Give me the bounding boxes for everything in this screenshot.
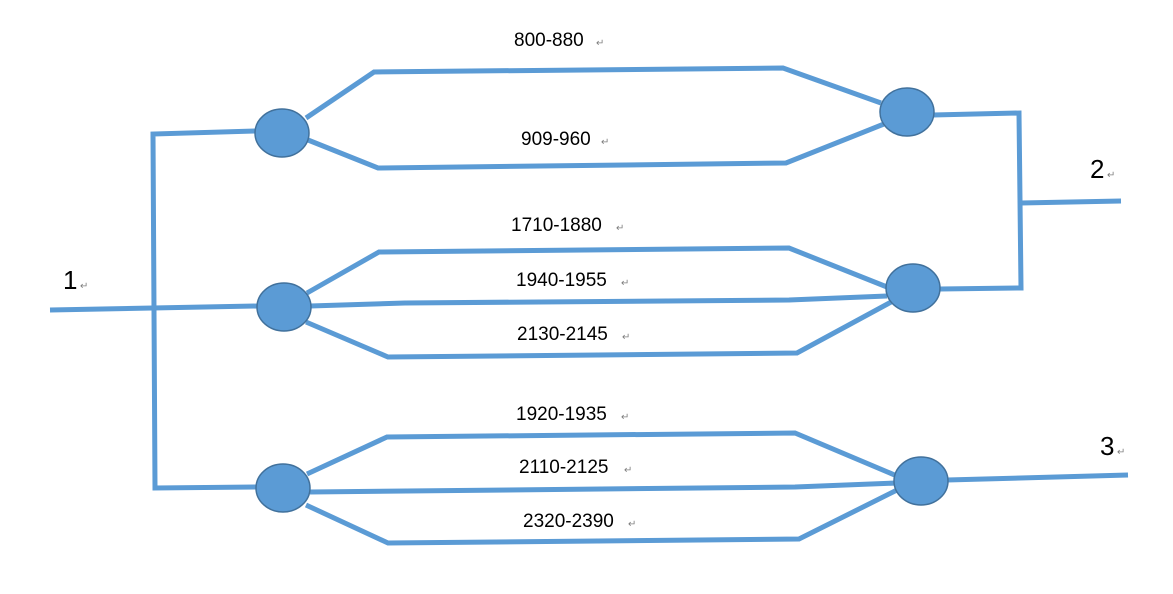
band-label-2130-2145: 2130-2145 bbox=[517, 324, 608, 345]
group2-branch-middle bbox=[309, 293, 888, 309]
band-label-2320-2390: 2320-2390 bbox=[523, 511, 614, 532]
group3-branch-middle bbox=[309, 480, 898, 495]
port-label-2: 2 bbox=[1090, 154, 1104, 184]
combiner-node-3 bbox=[893, 456, 949, 506]
splitter-node-3 bbox=[255, 463, 311, 513]
paragraph-mark: ↵ bbox=[601, 137, 609, 148]
port2-combiner-bus bbox=[932, 110, 1024, 292]
paragraph-mark: ↵ bbox=[1117, 447, 1125, 458]
paragraph-mark: ↵ bbox=[624, 465, 632, 476]
paragraph-mark: ↵ bbox=[621, 278, 629, 289]
combiner-node-1 bbox=[879, 87, 935, 137]
port-label-1: 1 bbox=[63, 265, 77, 295]
combiner-node-2 bbox=[885, 263, 941, 313]
port-labels: 1 ↵ 2 ↵ 3 ↵ bbox=[63, 154, 1125, 461]
splitter-node-2 bbox=[256, 282, 312, 332]
band-label-909-960: 909-960 bbox=[521, 129, 591, 150]
branch-group-1 bbox=[304, 65, 885, 171]
band-label-1940-1955: 1940-1955 bbox=[516, 270, 607, 291]
branch-group-2 bbox=[305, 245, 895, 360]
band-labels: 800-880 ↵ 909-960 ↵ 1710-1880 ↵ 1940-195… bbox=[511, 30, 636, 532]
paragraph-mark: ↵ bbox=[616, 223, 624, 234]
band-label-800-880: 800-880 bbox=[514, 30, 584, 51]
paragraph-mark: ↵ bbox=[628, 519, 636, 530]
paragraph-mark: ↵ bbox=[80, 281, 88, 292]
group1-branch-upper bbox=[304, 65, 882, 121]
branch-group-3 bbox=[304, 430, 899, 546]
input-bus bbox=[150, 128, 259, 491]
nodes bbox=[254, 87, 949, 513]
port3-output-line bbox=[946, 472, 1129, 483]
band-label-1710-1880: 1710-1880 bbox=[511, 215, 602, 236]
group2-branch-lower bbox=[305, 298, 895, 360]
port-label-3: 3 bbox=[1100, 431, 1114, 461]
splitter-node-1 bbox=[254, 108, 310, 158]
group3-branch-upper bbox=[305, 430, 898, 479]
port2-output-line bbox=[1020, 198, 1122, 206]
paragraph-mark: ↵ bbox=[596, 38, 604, 49]
paragraph-mark: ↵ bbox=[1107, 170, 1115, 181]
band-label-2110-2125: 2110-2125 bbox=[519, 457, 608, 478]
paragraph-mark: ↵ bbox=[621, 412, 629, 423]
group3-branch-lower bbox=[304, 487, 899, 546]
group2-branch-upper bbox=[305, 245, 888, 296]
input-wiring bbox=[49, 128, 259, 491]
paragraph-mark: ↵ bbox=[622, 332, 630, 343]
group1-branch-lower bbox=[307, 121, 885, 171]
band-label-1920-1935: 1920-1935 bbox=[516, 404, 607, 425]
output-wiring bbox=[932, 110, 1129, 483]
